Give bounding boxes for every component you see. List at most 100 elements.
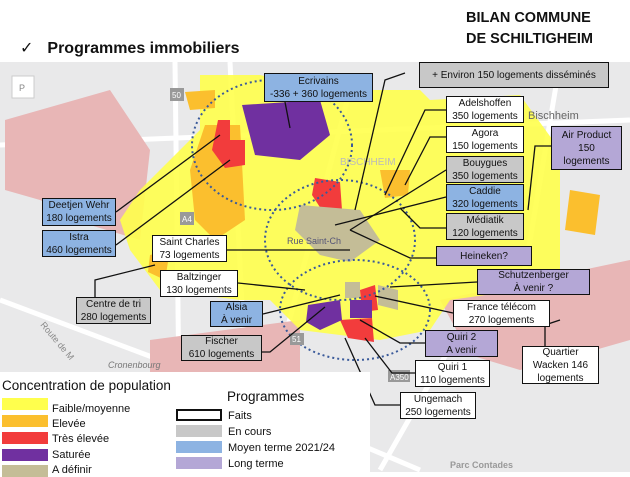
program-name: Agora: [471, 127, 499, 139]
map-label-parc: Parc Contades: [450, 460, 513, 470]
road-number-51: 51: [292, 335, 301, 344]
subtitle-text: Programmes immobiliers: [47, 40, 240, 57]
legend-label: Faible/moyenne: [52, 403, 131, 415]
legend-label: Elevée: [52, 418, 86, 430]
road-number-a350: A350: [390, 373, 409, 382]
program-count: -336 + 360 logements: [269, 88, 367, 100]
program-name: Médiatik: [466, 214, 504, 226]
program-name: Quartier: [542, 346, 579, 358]
program-count: 610 logements: [188, 349, 255, 360]
road-shield-a4: [180, 212, 194, 225]
road-number-50: 50: [172, 91, 181, 100]
program-name: Heineken?: [460, 250, 508, 262]
map-label-rue: Rue Saint-Ch: [287, 236, 341, 246]
program-name: Istra: [69, 231, 89, 243]
title-line-1: BILAN COMMUNE: [466, 10, 591, 26]
program-count: 73 logements: [159, 249, 220, 261]
swatch-faible: [2, 398, 48, 410]
section-subtitle: ✓Programmes immobiliers: [20, 38, 239, 58]
program-name: Deetjen Wehr: [48, 200, 110, 211]
program-alsia[interactable]: Alsia À venir: [210, 301, 263, 327]
program-fischer[interactable]: Fischer 610 logements: [181, 335, 262, 361]
swatch-faits: [176, 409, 222, 421]
program-name: Quiri 1: [437, 361, 468, 373]
program-name: Air Product: [561, 129, 612, 141]
parking-icon: [11, 75, 35, 99]
legend-label: A définir: [52, 464, 92, 476]
radius-circles: [191, 79, 431, 361]
program-unit: logements: [563, 155, 610, 167]
title-line-2: DE SCHILTIGHEIM: [466, 31, 594, 47]
map-label-bischheim2: Bischheim: [528, 110, 579, 122]
program-unit: logements: [537, 372, 584, 384]
program-count: Wacken 146: [532, 359, 589, 371]
program-name: Centre de tri: [85, 298, 142, 310]
swatch-elevee: [2, 415, 48, 427]
program-deetjen-wehr[interactable]: Deetjen Wehr 180 logements: [42, 198, 116, 226]
legend-label: Moyen terme 2021/24: [228, 442, 336, 454]
legend-label: Faits: [228, 410, 252, 422]
program-count: 460 logements: [46, 244, 112, 256]
swatch-tres-elevee: [2, 432, 48, 444]
program-count: 270 logements: [468, 314, 535, 326]
program-count: À venir: [220, 315, 253, 326]
program-count: 120 logements: [452, 227, 518, 239]
program-count: 130 logements: [166, 284, 232, 296]
legend-programs-title: Programmes: [227, 389, 305, 404]
map-label-cronenbourg: Cronenbourg: [108, 360, 161, 370]
program-heineken[interactable]: Heineken?: [436, 246, 532, 266]
program-name: Baltzinger: [176, 271, 222, 283]
road-number-a4: A4: [182, 215, 192, 224]
program-count: 320 logements: [452, 198, 518, 210]
program-ecrivains[interactable]: Ecrivains-336 + 360 logements: [264, 73, 373, 102]
program-count: A venir: [446, 344, 477, 356]
program-count: 280 logements: [80, 311, 147, 323]
zone-tres-elevee: [212, 120, 378, 342]
program-name: Bouygues: [462, 157, 508, 169]
swatch-saturee: [2, 449, 48, 461]
program-name: France télécom: [467, 301, 536, 313]
legend-population-title: Concentration de population: [2, 378, 171, 393]
legend-label: Très élevée: [52, 433, 110, 445]
swatch-en-cours: [176, 425, 222, 437]
program-name: Fischer: [205, 336, 238, 347]
program-environ[interactable]: + Environ 150 logements disséminés: [419, 62, 609, 88]
program-count: 350 logements: [452, 170, 518, 182]
zone-saturee: [242, 100, 372, 330]
legend-label: Saturée: [52, 449, 91, 461]
zone-elevee: [148, 90, 600, 280]
legend-label: Long terme: [228, 458, 284, 470]
road-shield-51: [290, 333, 304, 345]
road-shield-50: [170, 88, 184, 101]
program-count: 350 logements: [452, 110, 518, 122]
program-count: 110 logements: [420, 374, 485, 386]
program-count: 180 logements: [46, 213, 112, 224]
swatch-long-terme: [176, 457, 222, 469]
program-name: Schutzenberger: [498, 270, 569, 281]
program-name: Alsia: [225, 302, 248, 313]
program-name: Quiri 2: [446, 331, 477, 343]
program-count: 150: [578, 142, 595, 154]
map-label-bischheim: BISCHHEIM: [340, 157, 396, 168]
program-name: + Environ 150 logements disséminés: [432, 69, 596, 81]
program-count: 150 logements: [452, 140, 518, 152]
program-name: Ungemach: [413, 393, 463, 405]
program-name: Saint Charles: [159, 236, 220, 248]
swatch-moyen-terme: [176, 441, 222, 453]
